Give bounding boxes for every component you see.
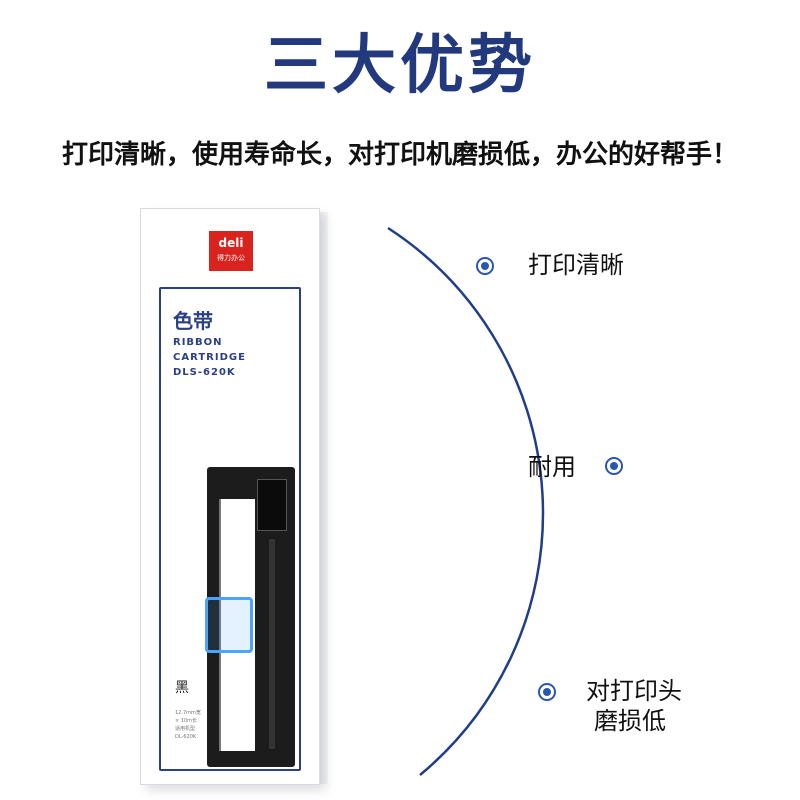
product-model: DLS-620K	[173, 367, 236, 378]
product-name-cn: 色带	[173, 309, 213, 333]
cartridge-window	[219, 499, 255, 751]
feature-print-clarity: 打印清晰	[528, 251, 624, 279]
product-box: deli 得力办公 色带 RIBBON CARTRIDGE DLS-620K 黑…	[140, 208, 320, 785]
feature-marker	[476, 257, 494, 275]
product-color: 黑	[175, 680, 189, 696]
product-name-en-2: CARTRIDGE	[173, 352, 246, 363]
feature-marker	[605, 457, 623, 475]
logo-subtext: 得力办公	[217, 254, 245, 262]
spec-line: 12.7mm宽	[175, 710, 201, 716]
tagline: 打印清晰，使用寿命长，对打印机磨损低，办公的好帮手！	[61, 140, 738, 170]
feature-low-wear-line1: 对打印头	[586, 677, 682, 705]
spec-line: DL-620K	[175, 734, 197, 740]
brand-logo: deli 得力办公	[209, 231, 253, 271]
logo-text: deli	[218, 236, 244, 250]
box-label-panel	[159, 287, 301, 771]
page-title: 三大优势	[264, 29, 536, 103]
product-spec: 12.7mm宽 × 10m长 适用机型 DL-620K	[175, 709, 201, 741]
product-name-en-1: RIBBON	[173, 337, 223, 348]
cartridge-label	[257, 479, 287, 531]
feature-low-wear: 对打印头 磨损低	[586, 676, 682, 736]
ribbon-knob	[205, 597, 253, 653]
spec-line: 适用机型	[175, 726, 196, 732]
box-side-shadow	[318, 212, 328, 784]
ribbon-tape	[269, 539, 275, 749]
feature-durable: 耐用	[528, 453, 576, 481]
spec-line: × 10m长	[175, 718, 198, 724]
feature-marker	[538, 683, 556, 701]
arc-line	[387, 226, 545, 776]
product-name-en: RIBBON CARTRIDGE DLS-620K	[173, 335, 246, 380]
feature-low-wear-line2: 磨损低	[594, 707, 666, 735]
